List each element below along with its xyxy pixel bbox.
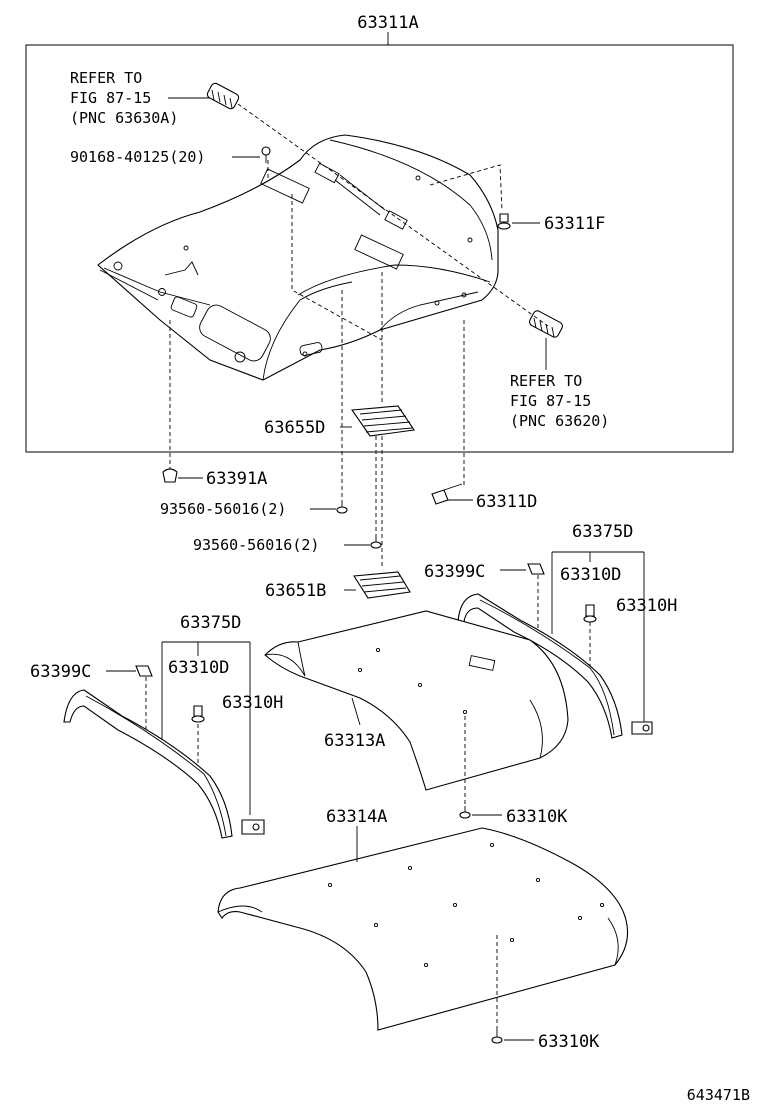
label-63313A: 63313A — [324, 731, 385, 751]
svg-text:FIG 87-15: FIG 87-15 — [510, 392, 591, 410]
label-63399C-left: 63399C — [30, 662, 91, 682]
label-63310H-left: 63310H — [222, 693, 283, 713]
label-63391A: 63391A — [206, 469, 267, 489]
label-63375D-left: 63375D — [180, 613, 241, 633]
clip-63310D-right-icon — [583, 604, 597, 623]
label-63310D-left: 63310D — [168, 658, 229, 678]
roof-support-63655D — [351, 405, 415, 437]
grip-attach-line — [237, 103, 549, 327]
clip-63310H-left-icon — [241, 819, 265, 835]
label-63310D-right: 63310D — [560, 565, 621, 585]
assist-grip-front — [206, 82, 240, 110]
assembly-label: 63311A — [357, 13, 418, 33]
bracket-63375D-left — [161, 641, 251, 815]
clip-63311D-icon — [431, 483, 463, 505]
svg-text:REFER TO: REFER TO — [70, 69, 142, 87]
clip-63391A-icon — [162, 468, 178, 483]
clip-attach-line — [429, 164, 503, 211]
label-63310H-right: 63310H — [616, 596, 677, 616]
clip-63310D-left-icon — [191, 705, 205, 723]
leader-63313A — [351, 697, 361, 726]
clip-icon — [497, 213, 511, 230]
side-rail-left — [63, 689, 233, 839]
reference-note-top: REFER TO FIG 87-15 (PNC 63630A) — [70, 69, 178, 127]
clip-63310H-right-icon — [631, 721, 653, 735]
svg-text:REFER TO: REFER TO — [510, 372, 582, 390]
label-63375D-right: 63375D — [572, 522, 633, 542]
clip-63399C-right-icon — [527, 563, 545, 575]
svg-text:FIG 87-15: FIG 87-15 — [70, 89, 151, 107]
side-rail-right — [457, 593, 623, 739]
roof-support-63651B — [353, 571, 411, 599]
catalog-number: 643471B — [687, 1086, 750, 1104]
label-63651B: 63651B — [265, 581, 326, 601]
assist-grip-rear — [528, 310, 564, 338]
roof-panel-63314A — [217, 827, 629, 1031]
label-63311D: 63311D — [476, 492, 537, 512]
label-63399C-right: 63399C — [424, 562, 485, 582]
svg-text:(PNC 63630A): (PNC 63630A) — [70, 109, 178, 127]
svg-text:(PNC 63620): (PNC 63620) — [510, 412, 609, 430]
support-attach-line — [291, 194, 383, 341]
clip-63310K-a-icon — [459, 806, 471, 819]
screw-93560a-icon — [336, 500, 348, 514]
label-63311F: 63311F — [544, 214, 605, 234]
clip-63310K-b-icon — [491, 1030, 503, 1044]
clip-63399C-left-icon — [135, 665, 153, 677]
label-63310K-a: 63310K — [506, 807, 568, 827]
label-63314A: 63314A — [326, 807, 387, 827]
roof-panel-63313A — [264, 610, 569, 791]
assembly-frame — [25, 44, 734, 453]
reference-note-right: REFER TO FIG 87-15 (PNC 63620) — [510, 372, 609, 430]
label-63655D: 63655D — [264, 418, 325, 438]
screw-icon — [261, 146, 271, 163]
screw-93560b-icon — [370, 536, 382, 549]
label-93560b: 93560-56016(2) — [193, 536, 319, 554]
label-90168: 90168-40125(20) — [70, 148, 205, 166]
bracket-63375D-right — [551, 551, 645, 722]
roof-headliner — [97, 134, 499, 381]
label-63310K-b: 63310K — [538, 1032, 600, 1052]
label-93560a: 93560-56016(2) — [160, 500, 286, 518]
